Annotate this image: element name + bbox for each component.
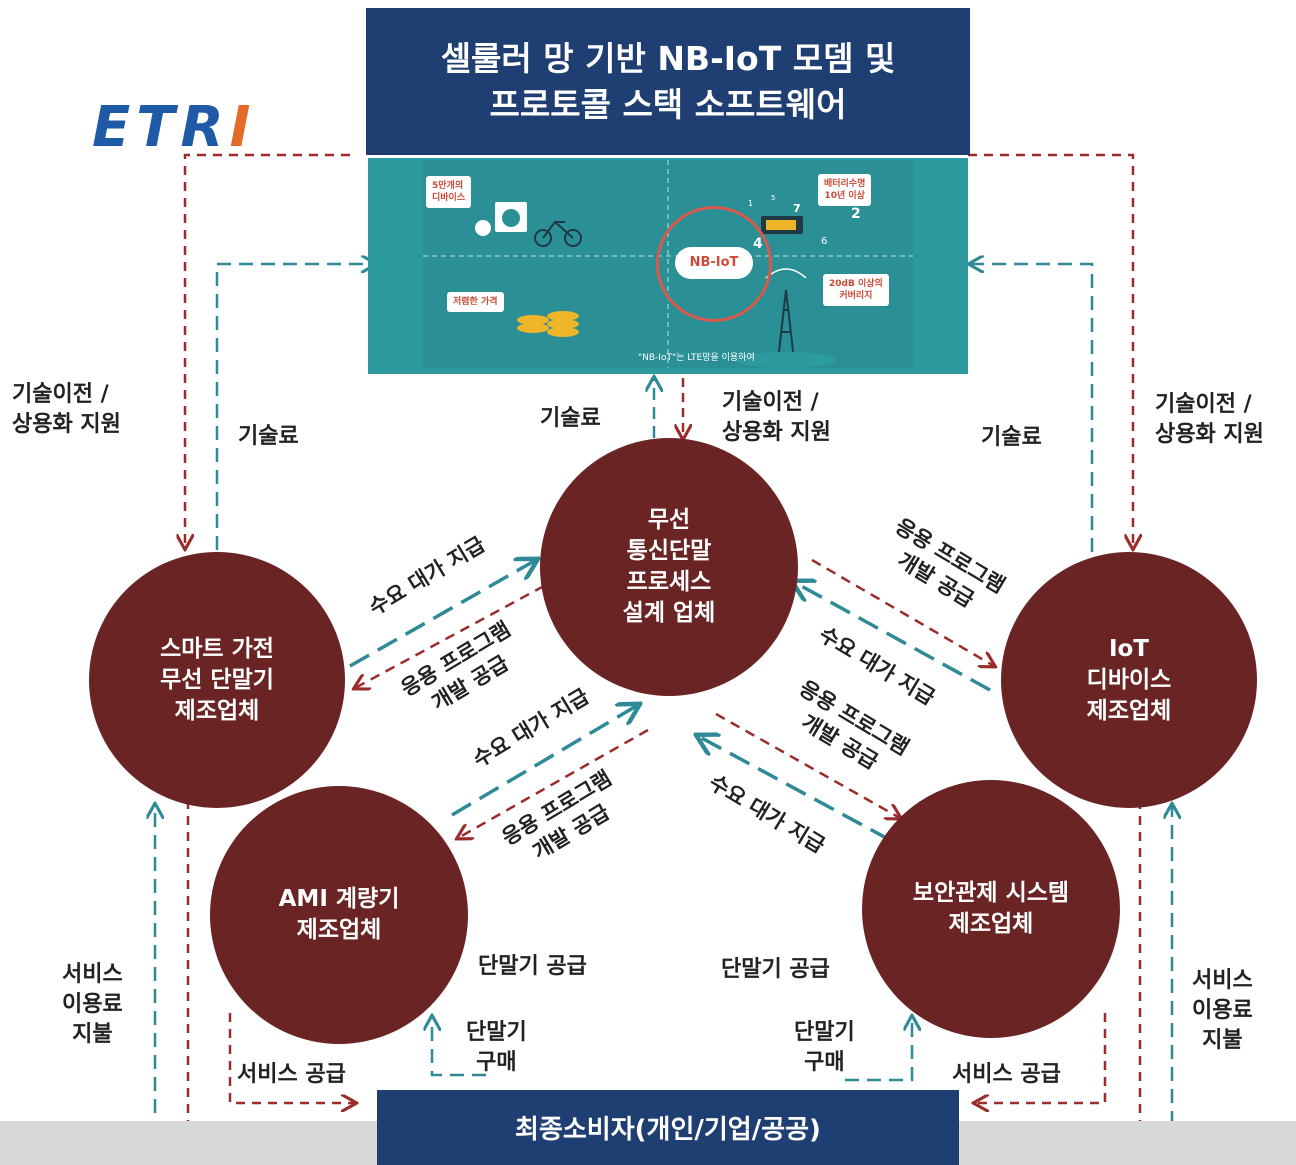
- label-fee-left: 기술료: [238, 424, 299, 449]
- digit-1: 1: [748, 199, 753, 208]
- logo-i: I: [229, 95, 257, 160]
- etri-logo: ETRI: [92, 100, 256, 156]
- node-left-line-2: 무선 단말기: [160, 666, 274, 693]
- logo-etr: ETR: [92, 95, 230, 160]
- label-terminal-supply-left: 단말기 공급: [478, 954, 587, 979]
- node-iot-device: IoT 디바이스 제조업체: [1001, 552, 1257, 808]
- digit-7: 7: [793, 202, 801, 215]
- arrow-security-service-supply: [975, 1013, 1107, 1103]
- label-tech-transfer-right: 기술이전 /상용화 지원: [1155, 392, 1264, 447]
- node-right-line-2: 디바이스: [1086, 666, 1172, 693]
- label-service-supply-right: 서비스 공급: [952, 1062, 1061, 1087]
- node-ami-line-2: 제조업체: [296, 917, 382, 943]
- title-box: 셀룰러 망 기반 NB-IoT 모뎀 및 프로토콜 스택 소프트웨어: [366, 8, 970, 155]
- arrow-app-center-security: [715, 712, 900, 818]
- node-right-line-3: 제조업체: [1086, 697, 1172, 724]
- arrow-demand-ami-center: [451, 705, 638, 817]
- arrow-tech-transfer-right: [968, 153, 1133, 548]
- banner-decoration: 1 5 7 2 4 6: [423, 160, 913, 368]
- node-center-line-3: 프로세스: [626, 569, 712, 595]
- bubble-coverage: 20dB 이상의 커버리지: [823, 274, 889, 306]
- arrow-security-terminal-buy: [845, 1017, 912, 1082]
- node-right-line-1: IoT: [1108, 635, 1150, 662]
- node-security-line-2: 제조업체: [948, 911, 1034, 937]
- node-smart-appliance: 스마트 가전 무선 단말기 제조업체: [89, 552, 345, 808]
- node-ami-meter: AMI 계량기 제조업체: [210, 786, 468, 1044]
- node-center-line-1: 무선: [647, 507, 691, 533]
- battery-icon: [761, 216, 803, 234]
- label-fee-center: 기술료: [540, 406, 601, 431]
- digit-6: 6: [821, 236, 827, 247]
- arrow-demand-left-center: [349, 560, 536, 668]
- label-tech-transfer-left: 기술이전 /상용화 지원: [12, 382, 121, 437]
- node-center-line-4: 설계 업체: [622, 600, 716, 626]
- node-left-line-1: 스마트 가전: [160, 635, 274, 662]
- clock-icon: [475, 220, 491, 236]
- node-left-line-3: 제조업체: [174, 697, 260, 724]
- nb-iot-cloud-label: NB-IoT: [675, 247, 753, 279]
- arrow-ami-terminal-buy: [432, 1017, 486, 1077]
- arrow-app-center-iot: [811, 558, 994, 666]
- nb-iot-cloud: NB-IoT: [656, 206, 772, 322]
- arrow-app-center-ami: [458, 728, 649, 838]
- node-security-system: 보안관제 시스템 제조업체: [862, 780, 1120, 1038]
- label-fee-right: 기술료: [981, 425, 1042, 450]
- bubble-battery: 배터리수명 10년 이상: [818, 174, 872, 206]
- node-ami-line-1: AMI 계량기: [278, 886, 400, 912]
- arrow-tech-transfer-left: [185, 153, 350, 548]
- title-line-1: 셀룰러 망 기반 NB-IoT 모뎀 및: [440, 38, 896, 78]
- node-center-line-2: 통신단말: [626, 538, 712, 564]
- label-service-supply-left: 서비스 공급: [237, 1062, 346, 1087]
- label-terminal-supply-right: 단말기 공급: [721, 957, 830, 982]
- arrow-fee-right: [970, 264, 1094, 552]
- coins-icon: [517, 311, 579, 337]
- banner-card: 1 5 7 2 4 6 5만개의 디바이스 배터리수명 10년 이상 저렴한 가…: [423, 160, 913, 368]
- tower-icon: [765, 268, 807, 361]
- arrow-demand-iot-center: [794, 582, 991, 692]
- digit-2: 2: [851, 206, 861, 222]
- node-wireless-design: 무선 통신단말 프로세스 설계 업체: [540, 438, 798, 696]
- arrow-demand-security-center: [698, 736, 891, 842]
- end-consumer-box: 최종소비자(개인/기업/공공): [377, 1090, 959, 1165]
- label-tech-transfer-center: 기술이전 /상용화 지원: [722, 390, 831, 445]
- bicycle-icon: [534, 220, 582, 247]
- arrow-fee-left: [215, 264, 375, 550]
- bubble-price: 저렴한 가격: [447, 292, 504, 312]
- arrow-app-center-left: [355, 584, 545, 688]
- node-security-line-1: 보안관제 시스템: [912, 880, 1070, 906]
- banner-note: "NB-IoT"는 LTE망을 이용하여: [638, 353, 755, 363]
- title-line-2: 프로토콜 스택 소프트웨어: [489, 84, 847, 124]
- digit-5: 5: [771, 194, 775, 202]
- nb-iot-banner: 1 5 7 2 4 6 5만개의 디바이스 배터리수명 10년 이상 저렴한 가…: [368, 158, 968, 374]
- bubble-devices: 5만개의 디바이스: [426, 176, 472, 208]
